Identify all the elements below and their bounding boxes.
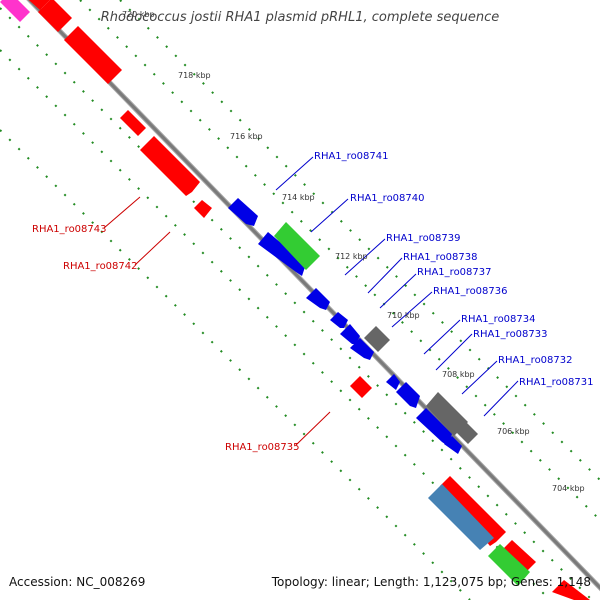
- gene-feature[interactable]: [350, 338, 374, 360]
- gene-feature-steelblue[interactable]: [428, 484, 494, 550]
- genes-value: 1,148: [556, 575, 591, 589]
- gene-label[interactable]: RHA1_ro08735: [225, 442, 300, 453]
- gene-feature-green[interactable]: [488, 544, 530, 586]
- gene-feature[interactable]: [64, 26, 122, 84]
- topology-label: Topology:: [271, 575, 328, 589]
- gene-feature-magenta[interactable]: [0, 0, 30, 22]
- tick-label: 716 kbp: [230, 132, 263, 141]
- tick-label: 708 kbp: [442, 370, 475, 379]
- gene-feature[interactable]: [386, 374, 400, 390]
- gene-feature[interactable]: [22, 0, 52, 10]
- tick-label: 714 kbp: [282, 193, 315, 202]
- tick-label: 718 kbp: [178, 71, 211, 80]
- reverse-gene-labels: RHA1_ro08741 RHA1_ro08740 RHA1_ro08739 R…: [314, 151, 594, 388]
- sequence-summary: Topology: linear; Length: 1,123,075 bp; …: [271, 575, 591, 589]
- tick-label: 710 kbp: [387, 311, 420, 320]
- gene-feature[interactable]: [306, 288, 330, 310]
- gene-feature[interactable]: [38, 0, 72, 32]
- gene-label[interactable]: RHA1_ro08734: [461, 314, 536, 325]
- gene-feature[interactable]: [350, 376, 372, 398]
- gene-feature[interactable]: [258, 232, 306, 276]
- gene-label[interactable]: RHA1_ro08736: [433, 286, 508, 297]
- gene-feature[interactable]: [416, 408, 452, 446]
- tick-label: 712 kbp: [335, 252, 368, 261]
- gene-feature[interactable]: [440, 476, 506, 546]
- gene-label[interactable]: RHA1_ro08742: [63, 261, 138, 272]
- gene-feature[interactable]: [194, 200, 212, 218]
- gene-label[interactable]: RHA1_ro08737: [417, 267, 492, 278]
- gene-feature-grey[interactable]: [456, 422, 478, 444]
- tick-label: 704 kbp: [552, 484, 585, 493]
- gene-feature[interactable]: [120, 110, 146, 136]
- topology-value: linear: [331, 575, 366, 589]
- gene-feature[interactable]: [228, 198, 258, 226]
- gene-label[interactable]: RHA1_ro08738: [403, 252, 478, 263]
- gene-label[interactable]: RHA1_ro08743: [32, 224, 107, 235]
- gene-label[interactable]: RHA1_ro08731: [519, 377, 594, 388]
- gene-feature[interactable]: [396, 382, 420, 408]
- label-leaders: [103, 156, 519, 446]
- gene-label[interactable]: RHA1_ro08739: [386, 233, 461, 244]
- gene-feature[interactable]: [340, 324, 360, 344]
- gene-label[interactable]: RHA1_ro08740: [350, 193, 425, 204]
- accession-label: Accession:: [9, 575, 73, 589]
- length-label: Length:: [373, 575, 420, 589]
- accession-value: NC_008269: [76, 575, 146, 589]
- tick-label: 706 kbp: [497, 427, 530, 436]
- gene-label[interactable]: RHA1_ro08733: [473, 329, 548, 340]
- gene-feature[interactable]: [140, 136, 200, 196]
- gene-label[interactable]: RHA1_ro08732: [498, 355, 573, 366]
- gene-feature-grey[interactable]: [364, 326, 390, 352]
- gene-feature-green[interactable]: [274, 222, 320, 270]
- map-title: Rhodococcus jostii RHA1 plasmid pRHL1, c…: [100, 10, 500, 25]
- gene-feature[interactable]: [444, 436, 462, 454]
- gene-label[interactable]: RHA1_ro08741: [314, 151, 389, 162]
- gene-feature-grey[interactable]: [426, 392, 468, 436]
- forward-gene-labels: RHA1_ro08743 RHA1_ro08742 RHA1_ro08735: [32, 224, 300, 453]
- gene-feature[interactable]: [500, 540, 536, 574]
- tick-label: 720 kbp: [122, 10, 155, 19]
- tick-labels: 720 kbp 718 kbp 716 kbp 714 kbp 712 kbp …: [122, 10, 585, 493]
- genes-label: Genes:: [510, 575, 553, 589]
- gene-feature[interactable]: [552, 580, 590, 600]
- gene-feature[interactable]: [330, 312, 348, 328]
- length-value: 1,123,075 bp: [422, 575, 503, 589]
- accession-info: Accession: NC_008269: [9, 575, 145, 589]
